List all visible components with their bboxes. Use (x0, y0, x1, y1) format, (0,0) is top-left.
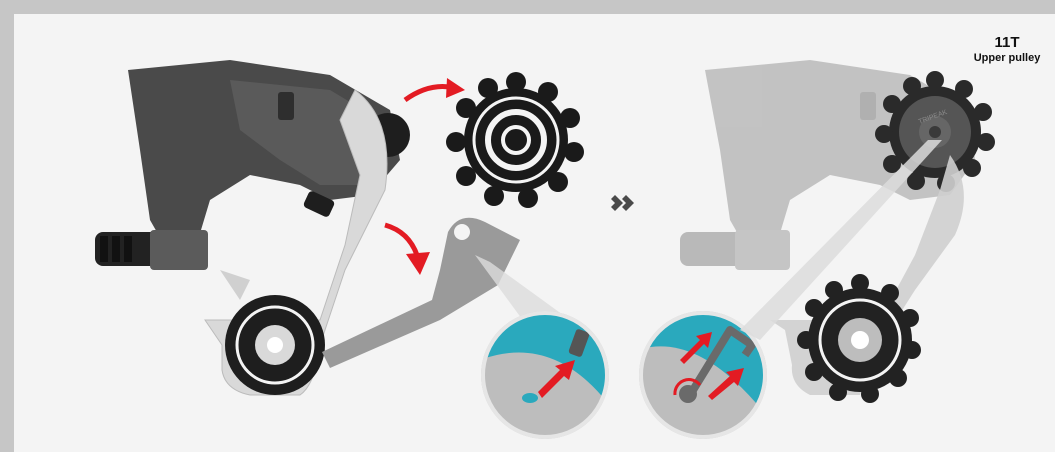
pulley-replacement-illustration: TRIPEAK (14, 14, 1055, 452)
barrel-adjuster (95, 230, 208, 270)
tooth-count-label: 11T (957, 34, 1055, 51)
zoom-detail-bolt-removal (480, 310, 620, 440)
next-step-icon (611, 195, 634, 211)
diagram-panel: TRIPEAK 11T Upper pulley (14, 14, 1055, 452)
pulley-name-label: Upper pulley (947, 52, 1055, 64)
removed-pulley (446, 62, 584, 208)
move-arrow-cage (385, 225, 418, 258)
lower-pulley-before (225, 295, 325, 395)
